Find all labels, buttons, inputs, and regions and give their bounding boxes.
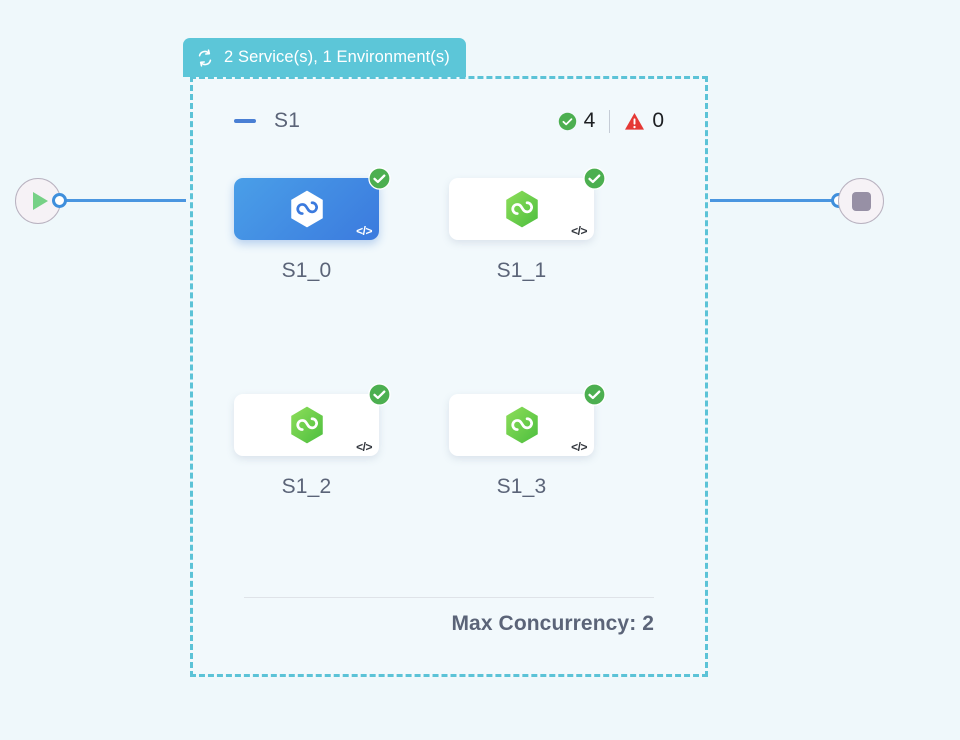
service-hexagon-icon [505,406,538,444]
warning-count: 0 [652,109,664,132]
sync-icon [198,48,212,67]
counter-divider [609,109,611,133]
node-cell: </> S1_3 [449,383,664,499]
node-cell: </> S1_1 [449,167,664,283]
node-label: S1_1 [496,259,547,282]
service-hexagon-icon [290,406,323,444]
node-cell: </> S1_0 [234,167,449,283]
connector-dot-start[interactable] [52,193,67,208]
node-label: S1_3 [496,475,547,498]
service-node-card[interactable]: </> [234,383,391,456]
code-glyph: </> [356,224,372,238]
node-grid: </> S1_0 [234,167,664,499]
check-circle-icon [583,383,606,406]
end-node[interactable] [838,178,884,224]
group-footer-divider [244,597,654,598]
service-node-card[interactable]: </> [234,167,391,240]
max-concurrency-label: Max Concurrency: 2 [451,612,654,635]
edge-group-to-end [710,199,840,202]
check-circle-icon [583,167,606,190]
warning-counter: 0 [624,109,664,133]
service-node-card[interactable]: </> [449,383,606,456]
check-circle-icon [368,383,391,406]
status-counters: 4 0 [558,109,664,133]
service-hexagon-icon [290,190,323,228]
play-icon [33,192,48,210]
success-counter: 4 [558,109,596,133]
node-cell: </> S1_2 [234,383,449,499]
edge-start-to-group [66,199,186,202]
code-glyph: </> [356,440,372,454]
success-count: 4 [583,109,596,132]
node-label: S1_2 [281,475,332,498]
check-circle-icon [368,167,391,190]
warning-triangle-icon [625,112,645,130]
code-glyph: </> [571,224,587,238]
service-hexagon-icon [505,190,538,228]
service-group-container [190,76,708,677]
section-row: S1 4 0 [234,106,664,136]
service-node-card[interactable]: </> [449,167,606,240]
node-label: S1_0 [281,259,332,282]
section-label: S1 [274,109,301,132]
check-circle-icon [558,112,576,130]
code-glyph: </> [571,440,587,454]
group-header-title: 2 Service(s), 1 Environment(s) [224,48,450,66]
stop-icon [851,191,871,211]
group-header[interactable]: 2 Service(s), 1 Environment(s) [183,38,466,77]
collapse-toggle-minus-icon[interactable] [234,119,256,123]
